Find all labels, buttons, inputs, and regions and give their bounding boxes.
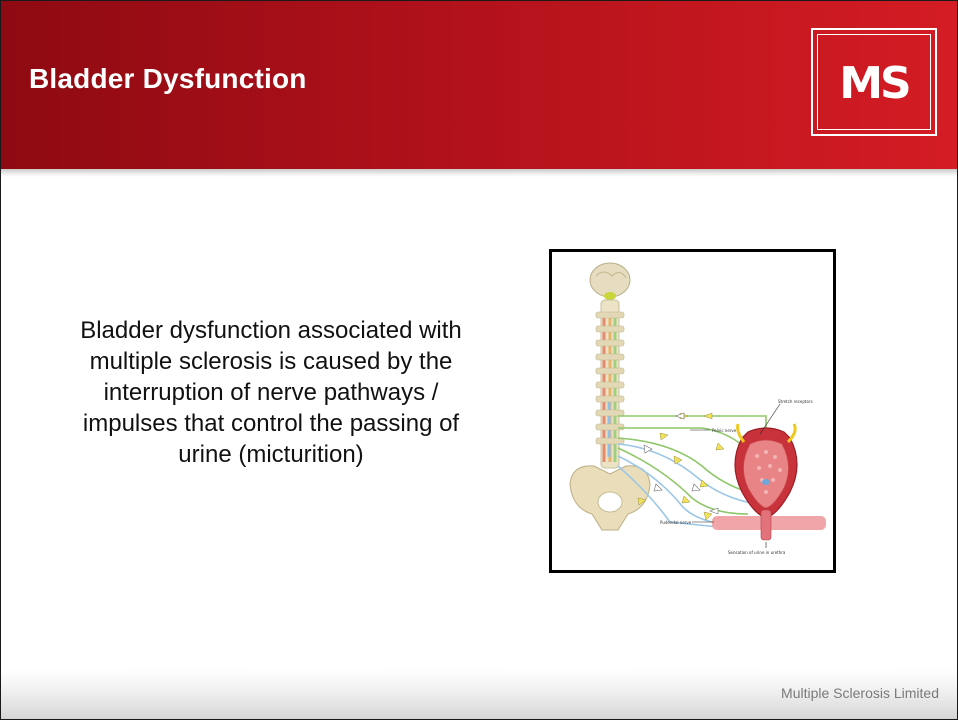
- footer-text: Multiple Sclerosis Limited: [781, 685, 939, 701]
- logo-text: MS: [813, 58, 935, 109]
- ureter-left: [738, 424, 744, 442]
- header-divider: [1, 169, 957, 177]
- ureter-right: [788, 424, 795, 442]
- footer-bar: Multiple Sclerosis Limited: [1, 669, 957, 719]
- label-stretch-receptors: Stretch receptors: [778, 399, 813, 404]
- body-text: Bladder dysfunction associated with mult…: [61, 315, 481, 470]
- bladder-nerve-diagram: Stretch receptors Pelvic nerve Pudendal …: [549, 249, 836, 573]
- label-sensation: Sensation of urine in urethra: [728, 550, 786, 555]
- ms-logo: MS: [811, 28, 937, 136]
- header-bar: Bladder Dysfunction MS: [1, 1, 957, 169]
- pelvic-opening: [598, 492, 622, 512]
- diagram-svg: Stretch receptors Pelvic nerve Pudendal …: [552, 252, 833, 570]
- brain-icon: [590, 263, 630, 297]
- slide-title: Bladder Dysfunction: [29, 63, 307, 95]
- urethra: [761, 510, 771, 540]
- brainstem: [604, 292, 616, 300]
- label-pelvic-nerve: Pelvic nerve: [712, 428, 737, 433]
- sensory-point: [762, 479, 770, 485]
- label-pudendal-nerve: Pudendal nerve: [660, 520, 692, 525]
